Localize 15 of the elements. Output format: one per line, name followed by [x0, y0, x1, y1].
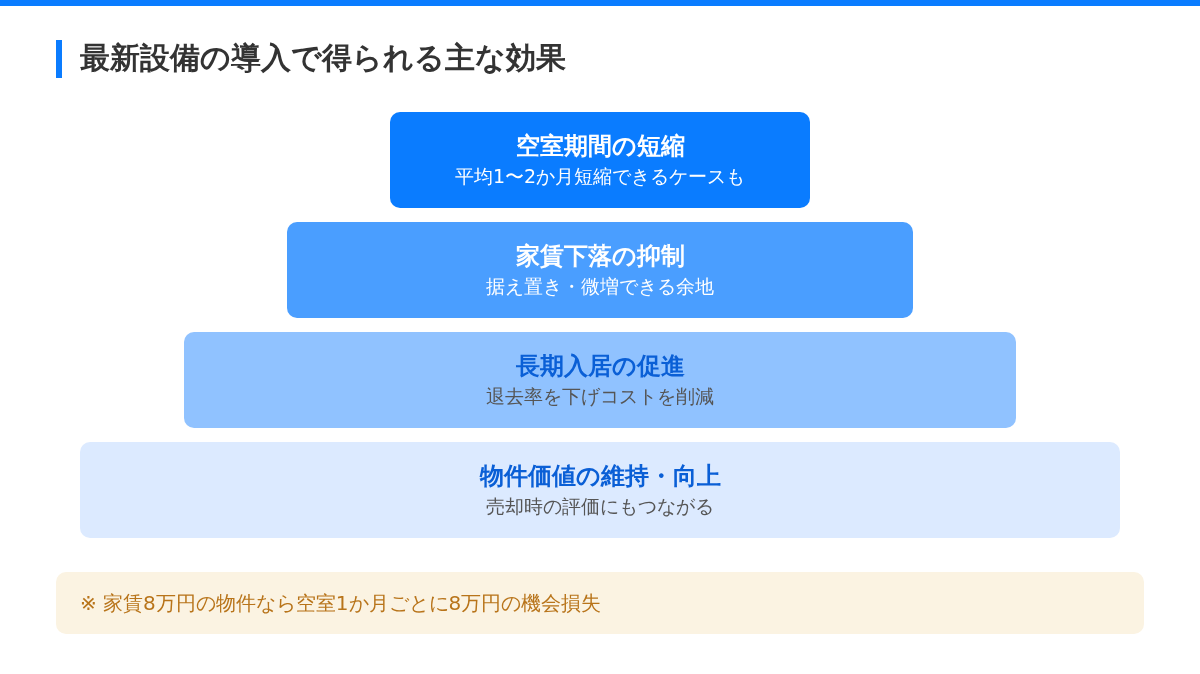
title: 最新設備の導入で得られる主な効果: [80, 39, 566, 77]
pyramid-tier: [287, 222, 913, 318]
pyramid-tier: [390, 112, 810, 208]
note-panel: [56, 572, 1144, 634]
pyramid-tier: [184, 332, 1016, 428]
tier-heading: 家賃下落の抑制: [515, 241, 685, 272]
pyramid-tier: [80, 442, 1120, 538]
tier-description: 退去率を下げコストを削減: [486, 384, 714, 409]
tier-description: 平均1〜2か月短縮できるケースも: [454, 164, 746, 189]
tier-description: 据え置き・微増できる余地: [486, 274, 714, 299]
tier-heading: 物件価値の維持・向上: [479, 461, 721, 492]
tier-heading: 長期入居の促進: [515, 351, 685, 382]
tier-heading: 空室期間の短縮: [515, 131, 685, 162]
tier-description: 売却時の評価にもつながる: [486, 494, 714, 519]
note-text: ※ 家賃8万円の物件なら空室1か月ごとに8万円の機会損失: [80, 589, 602, 617]
